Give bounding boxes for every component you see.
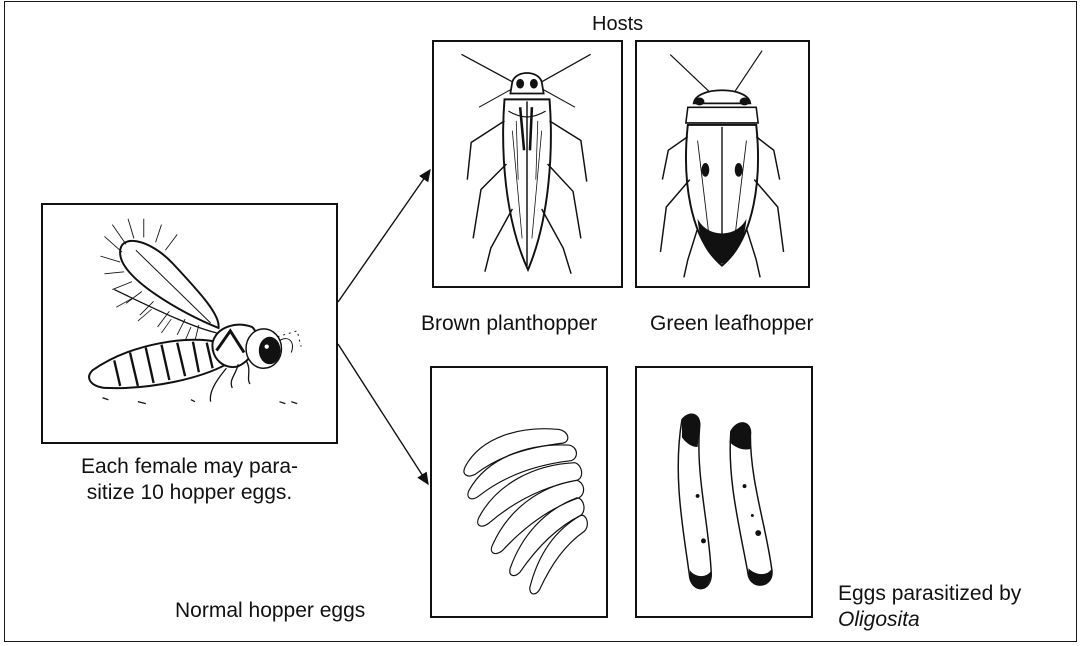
wasp-panel bbox=[41, 203, 338, 444]
brown-planthopper-label: Brown planthopper bbox=[421, 311, 597, 337]
wasp-illustration bbox=[43, 205, 336, 442]
parasitized-eggs-label-line1: Eggs parasitized by bbox=[838, 581, 1021, 607]
parasitized-eggs-illustration bbox=[637, 368, 811, 616]
arrow-to-hosts bbox=[338, 170, 430, 302]
parasitized-eggs-label-line2: Oligosita bbox=[838, 607, 920, 633]
brown-planthopper-panel bbox=[432, 40, 623, 288]
normal-eggs-label: Normal hopper eggs bbox=[175, 598, 365, 624]
wasp-caption-line1: Each female may para- bbox=[41, 454, 338, 480]
wasp-caption-line2: sitize 10 hopper eggs. bbox=[41, 480, 338, 506]
green-leafhopper-panel bbox=[635, 40, 810, 288]
normal-eggs-panel bbox=[430, 366, 608, 618]
green-leafhopper-label: Green leafhopper bbox=[650, 311, 813, 337]
arrow-to-eggs bbox=[338, 344, 428, 484]
normal-eggs-illustration bbox=[432, 368, 606, 616]
parasitized-eggs-panel bbox=[635, 366, 813, 618]
brown-planthopper-illustration bbox=[434, 42, 621, 286]
green-leafhopper-illustration bbox=[637, 42, 808, 286]
